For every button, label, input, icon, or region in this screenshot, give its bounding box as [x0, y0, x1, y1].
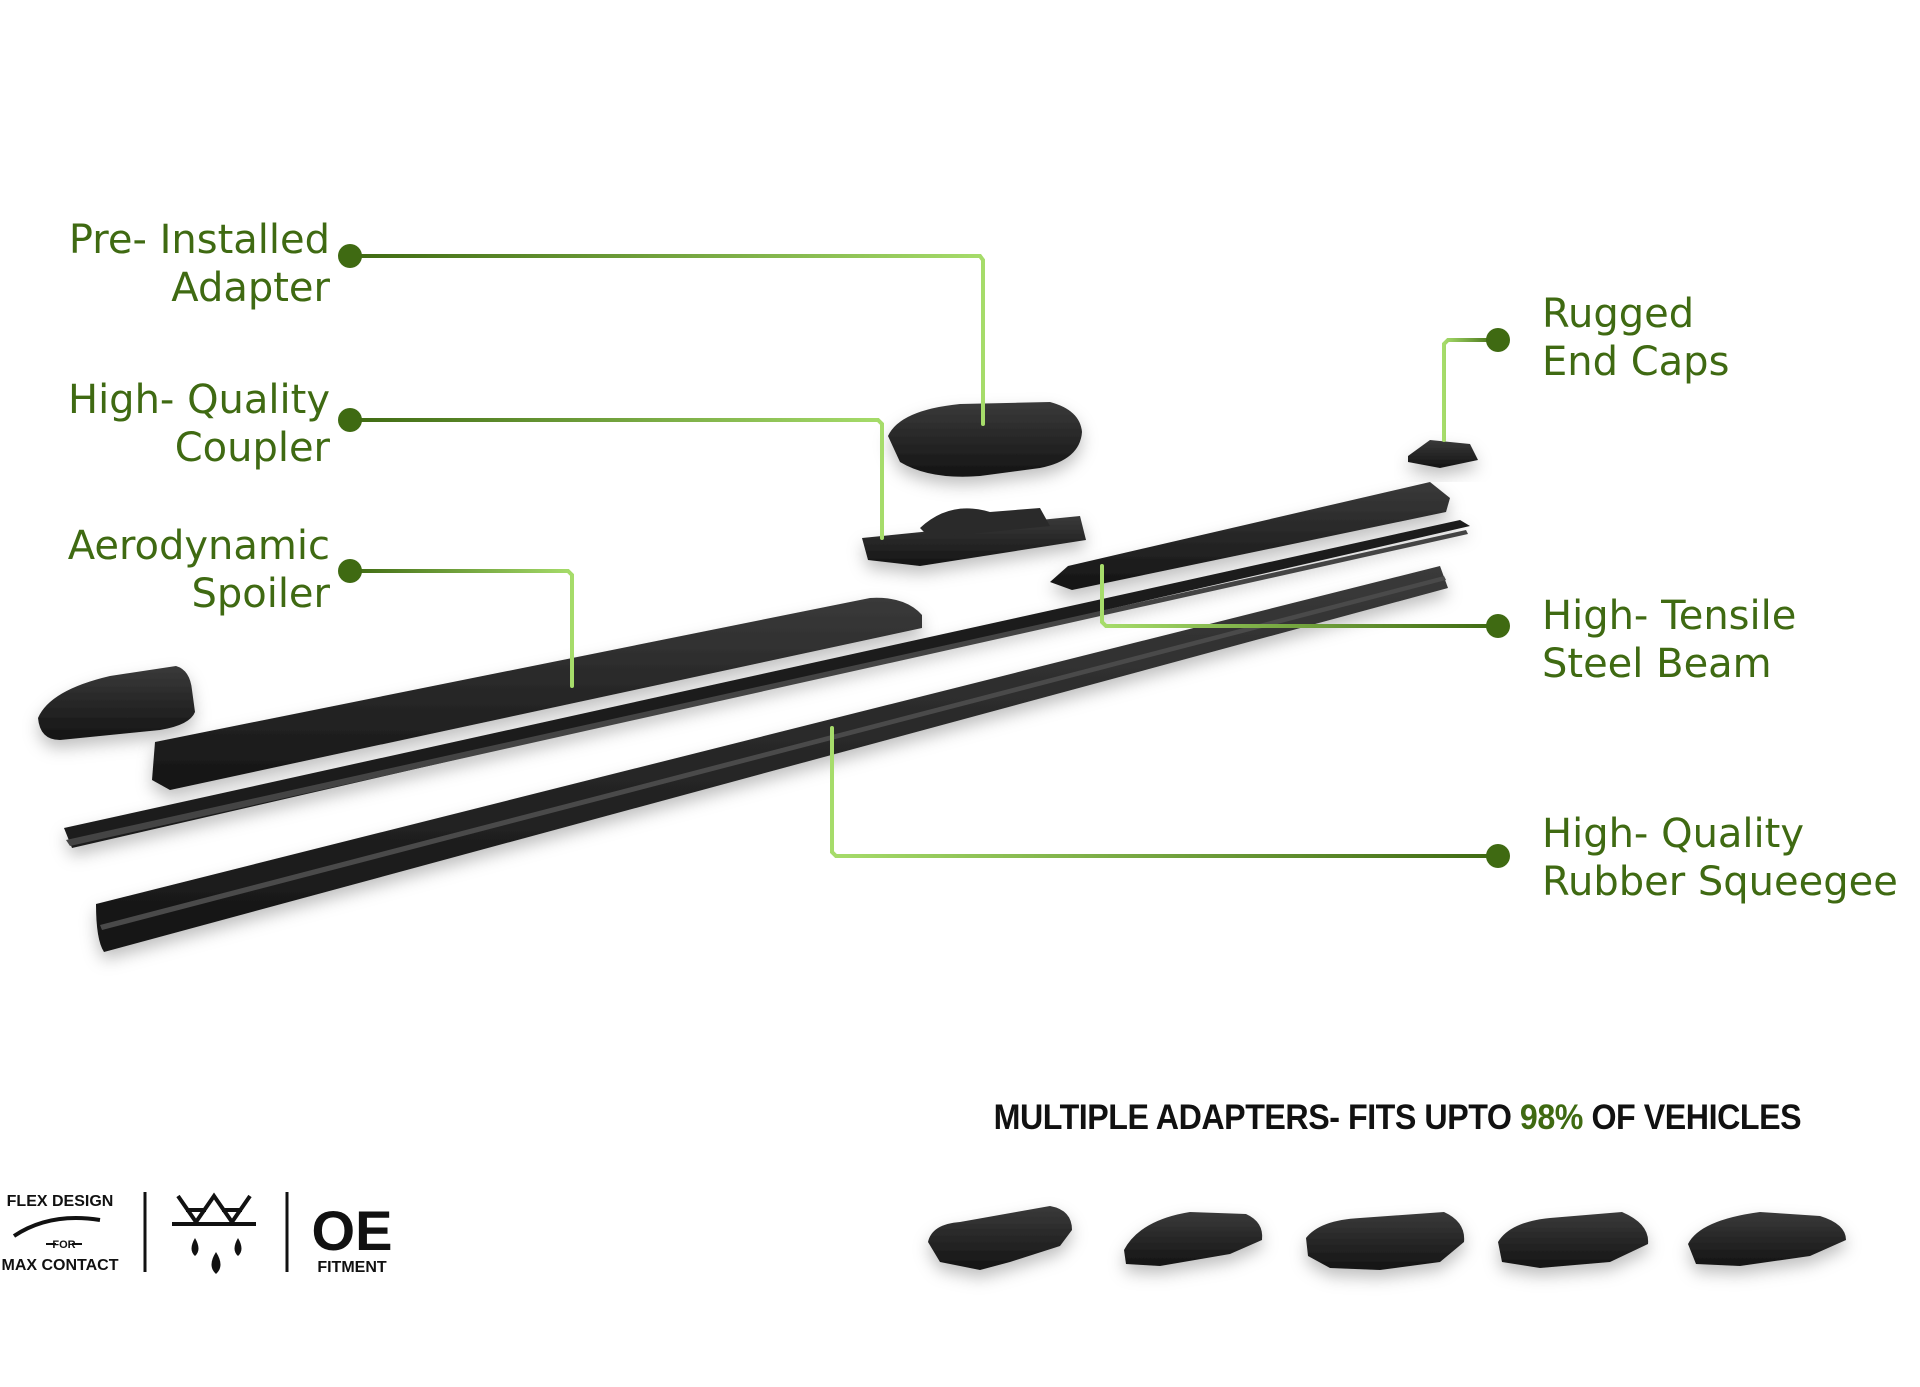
leader-beam — [1100, 564, 1498, 628]
right-spoiler-part — [1050, 482, 1450, 590]
headline-accent: 98% — [1519, 1098, 1584, 1137]
label-line-2: End Caps — [1542, 339, 1730, 385]
label-line-1: Aerodynamic — [67, 523, 330, 569]
label-line-2: Adapter — [171, 265, 330, 311]
label-high-quality-rubber-squeegee: High- Quality Rubber Squeegee — [1542, 810, 1920, 906]
rubber-squeegee-part — [96, 566, 1448, 952]
headline-before: MULTIPLE ADAPTERS- FITS UPTO — [993, 1098, 1520, 1137]
leader-lines — [350, 254, 1498, 858]
label-line-1: High- Quality — [1542, 811, 1805, 857]
dot-beam — [1486, 614, 1510, 638]
dot-spoiler — [338, 559, 362, 583]
coupler-top — [920, 508, 1050, 538]
badge-flex-design: FLEX DESIGN FOR MAX CONTACT — [1, 1193, 118, 1274]
label-high-tensile-steel-beam: High- Tensile Steel Beam — [1542, 592, 1920, 688]
adapters-headline: MULTIPLE ADAPTERS- FITS UPTO 98% OF VEHI… — [993, 1098, 1802, 1138]
label-line-2: Spoiler — [191, 571, 330, 617]
end-cap-part — [1408, 440, 1478, 468]
adapter-thumb-3 — [1306, 1212, 1465, 1270]
snowflake-raindrops-icon — [172, 1192, 256, 1274]
leader-squeegee — [830, 726, 1498, 858]
leader-coupler — [350, 418, 884, 540]
dot-adapter — [338, 244, 362, 268]
label-line-1: High- Tensile — [1542, 593, 1797, 639]
oe-text: OE — [312, 1199, 393, 1262]
badge-oe-fitment: OE FITMENT — [312, 1199, 393, 1276]
coupler-part — [862, 516, 1086, 566]
steel-beam-highlight — [66, 530, 1468, 846]
adapter-thumbnails — [928, 1206, 1846, 1270]
fitment-text: FITMENT — [317, 1259, 387, 1276]
wiper-arc-icon — [12, 1216, 101, 1238]
dot-squeegee — [1486, 844, 1510, 868]
label-line-1: High- Quality — [67, 377, 330, 423]
label-line-1: Rugged — [1542, 291, 1695, 337]
leader-adapter — [350, 254, 985, 426]
headline-after: OF VEHICLES — [1582, 1098, 1802, 1137]
flex-top-text: FLEX DESIGN — [7, 1193, 114, 1210]
adapter-part — [888, 402, 1082, 477]
label-line-2: Rubber Squeegee — [1542, 859, 1898, 905]
dot-coupler — [338, 408, 362, 432]
squeegee-groove — [100, 576, 1446, 930]
label-line-1: Pre- Installed — [68, 217, 330, 263]
aerodynamic-spoiler-part — [152, 597, 922, 790]
adapter-thumb-2 — [1124, 1212, 1263, 1266]
flex-mid-text: FOR — [52, 1239, 75, 1251]
label-high-quality-coupler: High- Quality Coupler — [0, 376, 330, 472]
spoiler-end-cap — [38, 666, 195, 740]
label-rugged-end-caps: Rugged End Caps — [1542, 290, 1920, 386]
leader-endcaps — [1442, 338, 1498, 442]
label-pre-installed-adapter: Pre- Installed Adapter — [0, 216, 330, 312]
leader-spoiler — [350, 569, 574, 688]
label-line-2: Steel Beam — [1542, 641, 1772, 687]
label-aerodynamic-spoiler: Aerodynamic Spoiler — [0, 522, 330, 618]
dot-endcaps — [1486, 328, 1510, 352]
adapter-thumb-4 — [1498, 1212, 1649, 1268]
flex-bottom-text: MAX CONTACT — [1, 1257, 118, 1274]
leader-dots — [338, 244, 1510, 868]
adapter-thumb-5 — [1688, 1212, 1846, 1266]
adapter-thumb-1 — [928, 1206, 1072, 1270]
label-line-2: Coupler — [174, 425, 330, 471]
